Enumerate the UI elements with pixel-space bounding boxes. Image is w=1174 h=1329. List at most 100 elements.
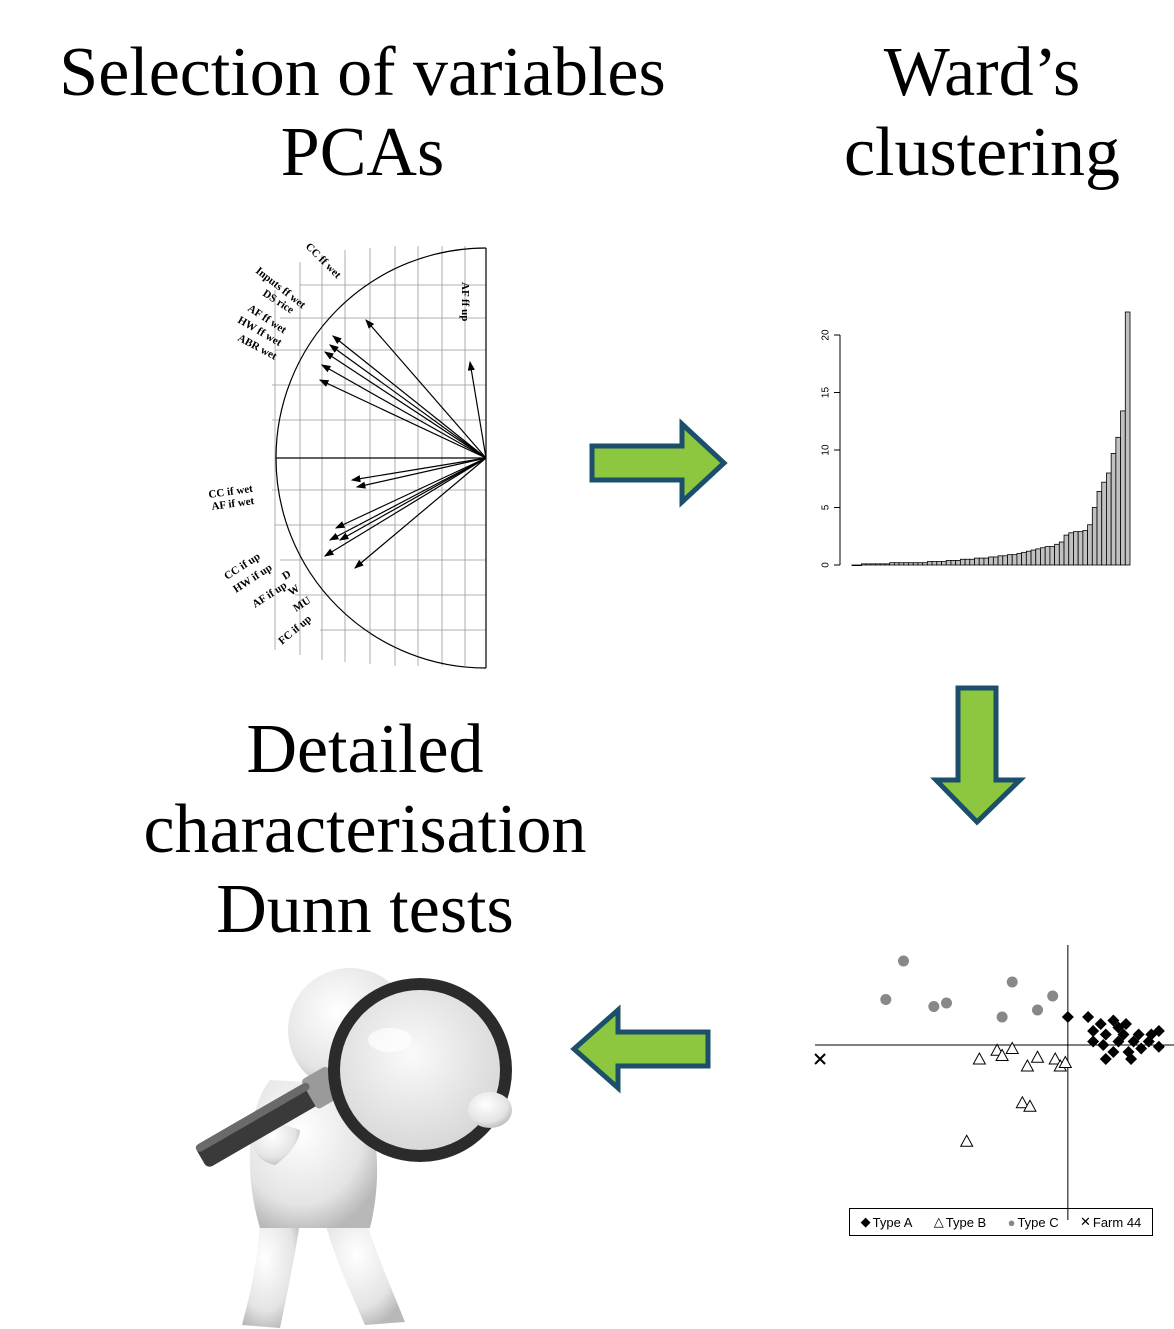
diamond-icon: ◆ bbox=[860, 1214, 871, 1229]
arrow-right-icon bbox=[589, 418, 728, 508]
bar bbox=[1035, 548, 1041, 566]
title-wards-clustering: Ward’s clustering bbox=[790, 33, 1174, 193]
cross-icon: ✕ bbox=[1079, 1214, 1091, 1229]
title-line: Dunn tests bbox=[216, 871, 514, 948]
bar bbox=[1058, 541, 1065, 566]
scatter-point bbox=[959, 1134, 974, 1147]
scatter-point bbox=[1107, 1014, 1120, 1027]
scatter-point bbox=[1112, 1035, 1125, 1048]
scatter-point bbox=[972, 1051, 987, 1065]
scatter-point bbox=[1117, 1028, 1130, 1041]
arrow-down-icon bbox=[930, 685, 1027, 826]
scatter-point bbox=[940, 997, 952, 1009]
title-line: Ward’s bbox=[883, 34, 1081, 111]
bar bbox=[1016, 553, 1023, 566]
bar bbox=[1068, 532, 1074, 566]
bar bbox=[884, 563, 891, 566]
bar bbox=[922, 562, 928, 566]
bar bbox=[1106, 472, 1112, 566]
bar bbox=[931, 561, 938, 566]
bar bbox=[950, 559, 957, 566]
scatter-point bbox=[1048, 1051, 1063, 1065]
pca-label: MU bbox=[291, 594, 313, 614]
pca-correlation-circle: CC ff wet Inputs ff wet DS rice AF ff we… bbox=[208, 241, 487, 669]
bar bbox=[1054, 543, 1060, 566]
bar bbox=[903, 562, 909, 566]
scatter-point bbox=[1015, 1095, 1030, 1109]
title-line: characterisation bbox=[143, 791, 587, 868]
scatter-point bbox=[1087, 1025, 1100, 1037]
y-tick-label: 20 bbox=[821, 329, 832, 341]
bar bbox=[851, 564, 858, 567]
y-tick-label: 5 bbox=[821, 504, 832, 510]
scatter-point bbox=[1087, 1035, 1100, 1048]
bar bbox=[974, 557, 980, 566]
scatter-point bbox=[1082, 1011, 1095, 1023]
title-line: Selection of variables bbox=[59, 34, 666, 111]
pca-label: AF if wet bbox=[211, 495, 256, 513]
bar bbox=[917, 562, 924, 566]
scatter-point bbox=[1032, 1004, 1044, 1016]
bar bbox=[1082, 530, 1088, 566]
scatter-point bbox=[898, 955, 909, 967]
scatter-point bbox=[1030, 1050, 1045, 1063]
bar bbox=[945, 559, 952, 566]
scatter-point bbox=[1120, 1018, 1133, 1030]
legend-item-type-b: △ Type B bbox=[934, 1214, 986, 1230]
bar bbox=[1011, 554, 1018, 566]
scatter-point bbox=[1006, 976, 1018, 988]
bar bbox=[879, 563, 886, 566]
scatter-point bbox=[1020, 1058, 1035, 1072]
scatter-point bbox=[1142, 1035, 1155, 1048]
bar bbox=[1063, 534, 1070, 566]
triangle-icon: △ bbox=[933, 1214, 944, 1229]
scatter-point bbox=[1107, 1046, 1120, 1058]
pca-label: W bbox=[286, 582, 302, 598]
bar bbox=[870, 563, 876, 566]
scatter-point bbox=[1125, 1053, 1138, 1065]
bar bbox=[908, 562, 914, 566]
legend-item-farm-44: ✕ Farm 44 bbox=[1080, 1214, 1141, 1230]
scatter-point bbox=[1005, 1041, 1020, 1054]
scatter-point bbox=[1112, 1021, 1125, 1034]
bar bbox=[1101, 481, 1107, 566]
bar bbox=[861, 563, 867, 566]
bar bbox=[912, 562, 919, 566]
scatter-point bbox=[1099, 1053, 1112, 1065]
pca-label: FC if up bbox=[276, 613, 314, 647]
pca-label: CC ff wet bbox=[303, 241, 344, 282]
legend-label: Type A bbox=[872, 1214, 913, 1230]
cluster-scatter-plot bbox=[814, 945, 1174, 1220]
legend-label: Type B bbox=[945, 1214, 987, 1230]
bar bbox=[1091, 507, 1098, 566]
bar bbox=[865, 563, 872, 566]
title-detailed-characterisation: Detailed characterisation Dunn tests bbox=[40, 710, 690, 950]
arrow-left-icon bbox=[570, 1004, 711, 1094]
bar bbox=[1096, 490, 1103, 566]
legend-item-type-a: ◆ Type A bbox=[861, 1214, 913, 1230]
bar bbox=[1120, 410, 1126, 566]
bar bbox=[1049, 546, 1056, 566]
scatter-point bbox=[1058, 1055, 1073, 1068]
scatter-point bbox=[1094, 1018, 1107, 1030]
bar bbox=[1025, 550, 1032, 566]
bar bbox=[992, 556, 999, 566]
bar bbox=[1002, 555, 1008, 566]
scatter-legend: ◆ Type A △ Type B ● Type C ✕ Farm 44 bbox=[849, 1208, 1153, 1236]
bar bbox=[955, 559, 961, 566]
bar bbox=[898, 562, 905, 566]
legend-label: Type C bbox=[1017, 1214, 1059, 1230]
bar bbox=[1040, 547, 1046, 566]
scatter-point bbox=[1097, 1039, 1110, 1051]
bar bbox=[936, 561, 942, 566]
pca-grid bbox=[272, 246, 486, 666]
bar bbox=[894, 562, 900, 566]
bar bbox=[1007, 554, 1013, 566]
bar bbox=[1077, 531, 1084, 566]
pca-arrows bbox=[318, 319, 487, 569]
pca-label: AF ff up bbox=[459, 282, 471, 321]
bar bbox=[1087, 524, 1093, 566]
bar bbox=[969, 558, 975, 566]
scatter-point bbox=[1023, 1099, 1037, 1112]
